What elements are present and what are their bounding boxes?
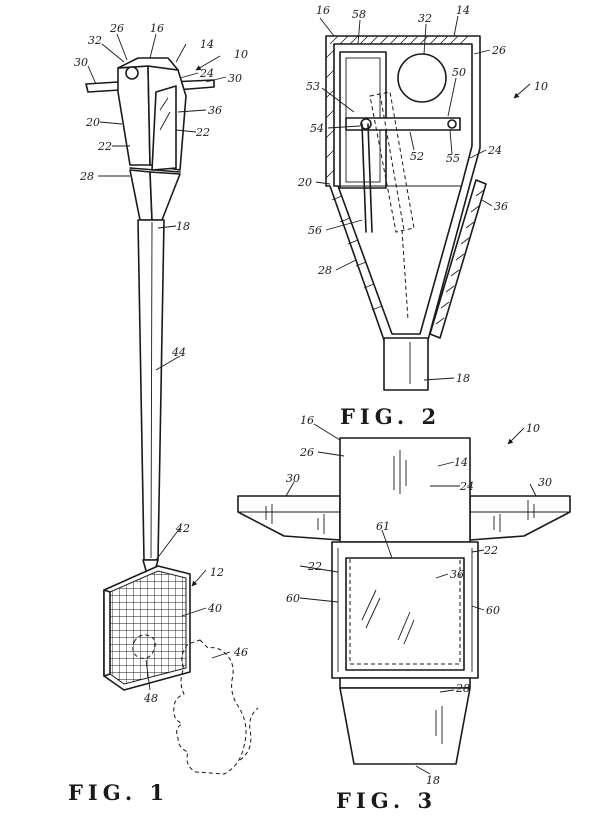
fig1-ref-26: 26 (109, 22, 124, 35)
fig2-ref-16: 16 (316, 4, 330, 17)
fig1-screen-edge (104, 590, 110, 676)
fig3-ref-30b: 30 (538, 476, 552, 489)
fig3-ref-60b: 60 (486, 604, 500, 617)
fig1-housing-left-face (118, 66, 150, 165)
fig3-ref-30a: 30 (286, 472, 300, 485)
fig2-neck (384, 338, 428, 390)
fig2-ref-54: 54 (310, 122, 324, 135)
fig2-ref-55: 55 (446, 152, 460, 165)
fig3-base-band (340, 678, 470, 688)
fig3-ref-22a: 22 (307, 560, 322, 573)
fig2-ref-28: 28 (317, 264, 332, 277)
fig1-ref-20: 20 (85, 116, 100, 129)
fig3-ref-28: 28 (455, 682, 470, 695)
fig2-ref-14: 14 (456, 4, 470, 17)
fig3-ref-26: 26 (299, 446, 314, 459)
fig1-ref-48: 48 (143, 692, 158, 705)
fig3-left-wing (238, 496, 340, 540)
fig1-caption: FIG. 1 (68, 780, 169, 805)
figure-3: 16 10 26 14 30 30 24 61 22 22 60 60 36 2… (238, 414, 570, 813)
fig3-ref-18: 18 (426, 774, 440, 787)
fig1-ref-18: 18 (176, 220, 190, 233)
fig1-left-wing (86, 82, 120, 92)
fig3-housing-upper (340, 438, 470, 542)
fig2-shelf-pin (448, 120, 456, 128)
fig3-right-wing (470, 496, 570, 540)
fig1-ref-12: 12 (210, 566, 224, 579)
fig3-ref-61: 61 (376, 520, 390, 533)
fig2-ref-36: 36 (494, 200, 508, 213)
fig1-ref-30b: 30 (228, 72, 242, 85)
fig3-ref-60a: 60 (286, 592, 300, 605)
fig1-ref-14: 14 (200, 38, 214, 51)
fig1-ref-10: 10 (234, 48, 248, 61)
fig2-ref-58: 58 (352, 8, 366, 21)
fig1-ref-40: 40 (207, 602, 222, 615)
fig1-ref-22a: 22 (97, 140, 112, 153)
fig1-ref-42: 42 (175, 522, 190, 535)
fig1-ref-22b: 22 (195, 126, 210, 139)
fig2-ref-52: 52 (410, 150, 424, 163)
fig1-ref-36: 36 (208, 104, 222, 117)
fig2-ref-53: 53 (306, 80, 320, 93)
fig3-ref-24: 24 (459, 480, 474, 493)
fig3-caption: FIG. 3 (336, 788, 437, 813)
fig3-ref-36: 36 (450, 568, 464, 581)
fig1-funnel-left (130, 170, 152, 220)
fig1-ref-44: 44 (171, 346, 186, 359)
fig1-ref-30a: 30 (74, 56, 88, 69)
fig1-ref-16: 16 (150, 22, 164, 35)
fig2-porthole (398, 54, 446, 102)
fig1-porthole (126, 67, 138, 79)
fig2-ref-32: 32 (418, 12, 432, 25)
fig2-ref-26: 26 (491, 44, 506, 57)
figure-1: 10 12 14 16 18 20 22 22 24 26 28 30 30 3… (68, 22, 258, 805)
fig1-screen-mesh (110, 571, 186, 684)
figure-2: 16 58 32 14 26 10 53 50 54 52 55 24 20 3… (297, 4, 548, 429)
fig1-funnel-right (150, 172, 180, 220)
fig3-ref-10: 10 (526, 422, 540, 435)
fig3-funnel (340, 688, 470, 764)
fig3-ref-16: 16 (300, 414, 314, 427)
fig2-ref-56: 56 (308, 224, 322, 237)
fig1-ref-28: 28 (79, 170, 94, 183)
fig2-caption: FIG. 2 (340, 404, 441, 429)
fig2-ref-24: 24 (487, 144, 502, 157)
fig1-window-panel (152, 86, 176, 170)
fig3-ref-14: 14 (454, 456, 468, 469)
fig1-ref-46: 46 (233, 646, 248, 659)
fig2-ref-50: 50 (452, 66, 466, 79)
fig1-ref-24: 24 (199, 67, 214, 80)
fig2-ref-20: 20 (297, 176, 312, 189)
fig2-ref-18: 18 (456, 372, 470, 385)
fig2-ref-10: 10 (534, 80, 548, 93)
fig1-ref-32: 32 (88, 34, 102, 47)
fig3-ref-22b: 22 (483, 544, 498, 557)
